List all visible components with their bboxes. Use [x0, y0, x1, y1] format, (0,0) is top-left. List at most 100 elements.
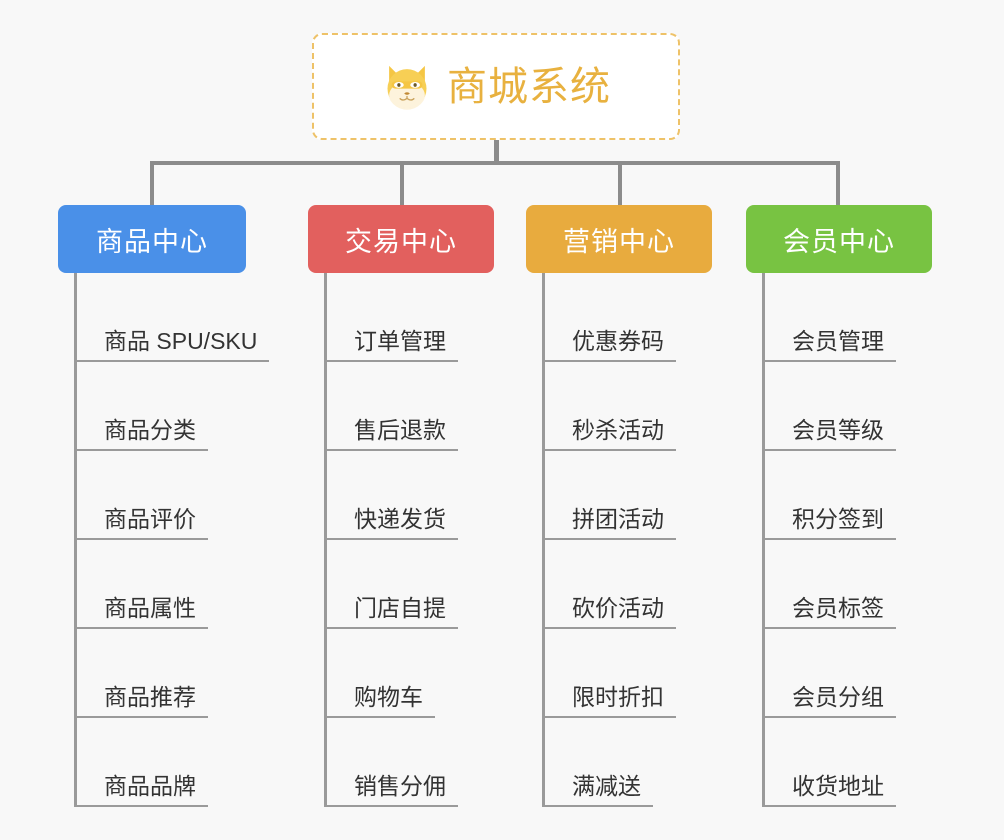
list-item[interactable]: 限时折扣	[526, 629, 712, 718]
leaf-label: 门店自提	[354, 594, 446, 621]
category-label: 商品中心	[96, 226, 208, 257]
category-header-2[interactable]: 交易中心	[308, 205, 494, 273]
list-item[interactable]: 会员管理	[746, 273, 932, 362]
list-item[interactable]: 会员等级	[746, 362, 932, 451]
connector-drop-2	[400, 161, 404, 207]
leaf-list: 订单管理售后退款快递发货门店自提购物车销售分佣	[308, 273, 494, 807]
list-item[interactable]: 会员标签	[746, 540, 932, 629]
leaf-underline: 购物车	[324, 683, 435, 718]
leaf-label: 优惠券码	[572, 327, 664, 354]
leaf-underline: 积分签到	[762, 505, 896, 540]
list-item[interactable]: 拼团活动	[526, 451, 712, 540]
leaf-label: 拼团活动	[572, 505, 664, 532]
leaf-label: 商品推荐	[104, 683, 196, 710]
list-item[interactable]: 购物车	[308, 629, 494, 718]
category-column: 商品中心商品 SPU/SKU 商品分类商品评价商品属性商品推荐商品品牌	[58, 205, 270, 807]
category-header-1[interactable]: 商品中心	[58, 205, 246, 273]
category-column: 营销中心优惠券码秒杀活动拼团活动砍价活动限时折扣满减送	[526, 205, 712, 807]
leaf-underline: 商品推荐	[74, 683, 208, 718]
list-item[interactable]: 商品品牌	[58, 718, 246, 807]
leaf-label: 限时折扣	[572, 683, 664, 710]
list-item[interactable]: 订单管理	[308, 273, 494, 362]
leaf-label: 售后退款	[354, 416, 446, 443]
category-label: 会员中心	[783, 226, 895, 257]
list-item[interactable]: 销售分佣	[308, 718, 494, 807]
leaf-underline: 快递发货	[324, 505, 458, 540]
leaf-underline: 满减送	[542, 772, 653, 807]
page-title: 商城系统	[447, 64, 611, 109]
connector-horizontal-bus	[150, 161, 840, 165]
list-item[interactable]: 会员分组	[746, 629, 932, 718]
leaf-underline: 售后退款	[324, 416, 458, 451]
category-header-4[interactable]: 会员中心	[746, 205, 932, 273]
list-item[interactable]: 优惠券码	[526, 273, 712, 362]
leaf-label: 会员分组	[792, 683, 884, 710]
connector-root-stem	[494, 140, 499, 165]
leaf-underline: 商品品牌	[74, 772, 208, 807]
leaf-underline: 门店自提	[324, 594, 458, 629]
leaf-list: 会员管理会员等级积分签到会员标签会员分组收货地址	[746, 273, 932, 807]
leaf-underline: 商品评价	[74, 505, 208, 540]
shiba-dog-icon	[387, 65, 427, 110]
list-item[interactable]: 商品 SPU/SKU	[58, 273, 270, 362]
leaf-label: 收货地址	[792, 772, 884, 799]
category-column: 交易中心订单管理售后退款快递发货门店自提购物车销售分佣	[308, 205, 494, 807]
leaf-label: 会员等级	[792, 416, 884, 443]
leaf-label: 会员管理	[792, 327, 884, 354]
category-spine	[74, 273, 77, 807]
leaf-label: 砍价活动	[572, 594, 664, 621]
list-item[interactable]: 门店自提	[308, 540, 494, 629]
category-label: 交易中心	[345, 226, 457, 257]
leaf-underline: 秒杀活动	[542, 416, 676, 451]
leaf-label: 积分签到	[792, 505, 884, 532]
leaf-underline: 销售分佣	[324, 772, 458, 807]
leaf-underline: 会员管理	[762, 327, 896, 362]
category-spine	[542, 273, 545, 807]
leaf-label: 秒杀活动	[572, 416, 664, 443]
connector-drop-4	[836, 161, 840, 207]
list-item[interactable]: 砍价活动	[526, 540, 712, 629]
leaf-label: 商品属性	[104, 594, 196, 621]
category-spine	[762, 273, 765, 807]
list-item[interactable]: 商品属性	[58, 540, 246, 629]
leaf-label: 商品评价	[104, 505, 196, 532]
category-label: 营销中心	[563, 226, 675, 257]
leaf-underline: 商品分类	[74, 416, 208, 451]
leaf-underline: 优惠券码	[542, 327, 676, 362]
leaf-underline: 收货地址	[762, 772, 896, 807]
leaf-underline: 限时折扣	[542, 683, 676, 718]
list-item[interactable]: 积分签到	[746, 451, 932, 540]
leaf-label: 购物车	[354, 683, 423, 710]
leaf-label: 商品 SPU/SKU	[104, 327, 258, 354]
leaf-list: 商品 SPU/SKU 商品分类商品评价商品属性商品推荐商品品牌	[58, 273, 270, 807]
leaf-underline: 会员标签	[762, 594, 896, 629]
leaf-underline: 拼团活动	[542, 505, 676, 540]
category-spine	[324, 273, 327, 807]
leaf-underline: 会员等级	[762, 416, 896, 451]
root-node[interactable]: 商城系统	[312, 33, 680, 140]
leaf-list: 优惠券码秒杀活动拼团活动砍价活动限时折扣满减送	[526, 273, 712, 807]
category-header-3[interactable]: 营销中心	[526, 205, 712, 273]
leaf-label: 会员标签	[792, 594, 884, 621]
category-column: 会员中心会员管理会员等级积分签到会员标签会员分组收货地址	[746, 205, 932, 807]
leaf-label: 快递发货	[354, 505, 446, 532]
leaf-underline: 商品 SPU/SKU	[74, 327, 270, 362]
leaf-label: 订单管理	[354, 327, 446, 354]
list-item[interactable]: 收货地址	[746, 718, 932, 807]
connector-drop-3	[618, 161, 622, 207]
leaf-underline: 商品属性	[74, 594, 208, 629]
list-item[interactable]: 快递发货	[308, 451, 494, 540]
leaf-label: 商品分类	[104, 416, 196, 443]
list-item[interactable]: 售后退款	[308, 362, 494, 451]
connector-drop-1	[150, 161, 154, 207]
list-item[interactable]: 商品推荐	[58, 629, 246, 718]
leaf-label: 销售分佣	[354, 772, 446, 799]
list-item[interactable]: 满减送	[526, 718, 712, 807]
list-item[interactable]: 商品评价	[58, 451, 246, 540]
list-item[interactable]: 秒杀活动	[526, 362, 712, 451]
leaf-label: 满减送	[572, 772, 641, 799]
list-item[interactable]: 商品分类	[58, 362, 246, 451]
leaf-underline: 砍价活动	[542, 594, 676, 629]
leaf-label: 商品品牌	[104, 772, 196, 799]
